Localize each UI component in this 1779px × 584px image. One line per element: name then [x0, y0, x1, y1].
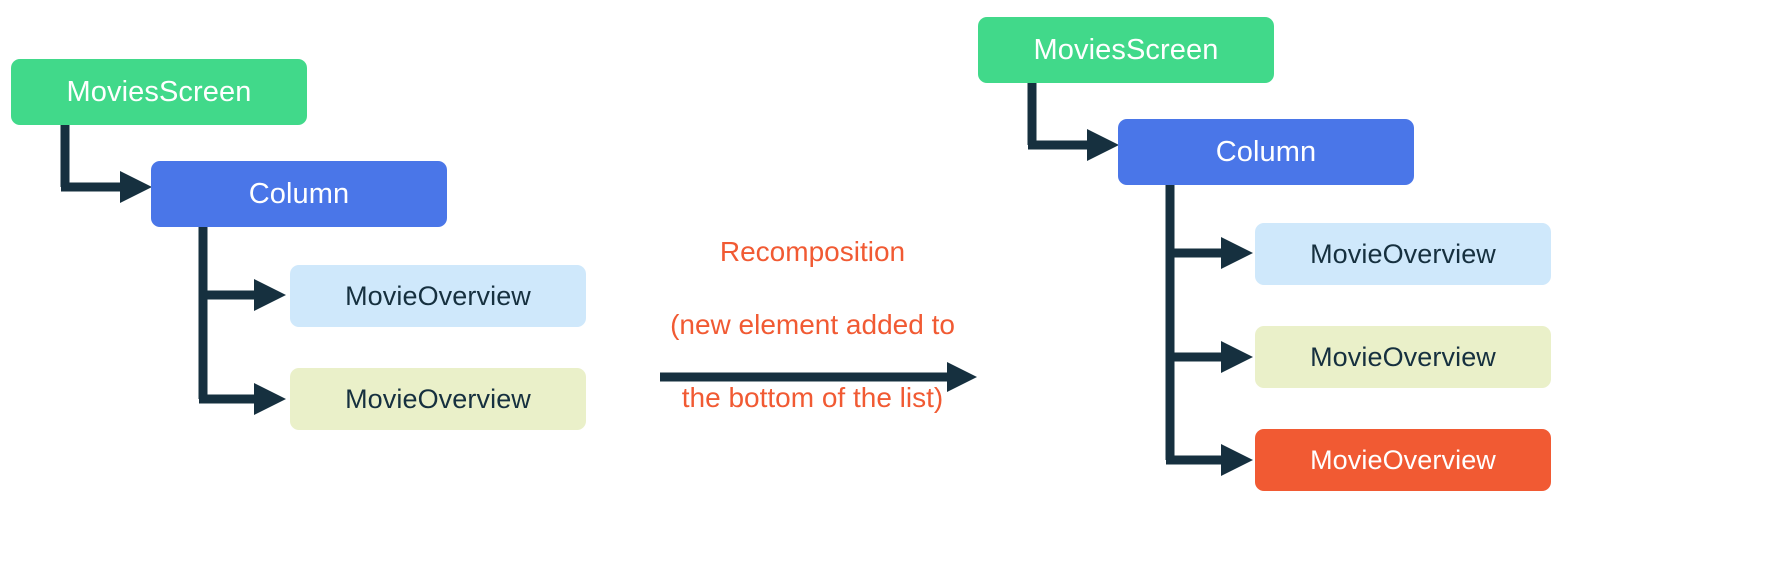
after-connector-column-to-children [1163, 185, 1273, 476]
recomposition-caption-line-1: Recomposition [719, 236, 906, 268]
recomposition-caption-line-2: (new element added to [670, 309, 955, 341]
after-connector-screen-to-column [1025, 83, 1125, 161]
after-node-movie-overview-2[interactable]: MovieOverview [1255, 326, 1551, 388]
before-node-movie-overview-1[interactable]: MovieOverview [290, 265, 586, 327]
before-connector-column-to-children [196, 227, 306, 415]
before-node-movies-screen[interactable]: MoviesScreen [11, 59, 307, 125]
after-node-movie-overview-1[interactable]: MovieOverview [1255, 223, 1551, 285]
after-node-movies-screen[interactable]: MoviesScreen [978, 17, 1274, 83]
recomposition-caption: Recomposition (new element added to the … [655, 198, 970, 453]
after-node-movie-overview-3-new[interactable]: MovieOverview [1255, 429, 1551, 491]
recomposition-caption-line-3: the bottom of the list) [681, 381, 944, 413]
before-connector-screen-to-column [58, 125, 158, 203]
before-node-movie-overview-2[interactable]: MovieOverview [290, 368, 586, 430]
right-arrow-icon [655, 355, 985, 399]
after-node-column[interactable]: Column [1118, 119, 1414, 185]
before-node-column[interactable]: Column [151, 161, 447, 227]
